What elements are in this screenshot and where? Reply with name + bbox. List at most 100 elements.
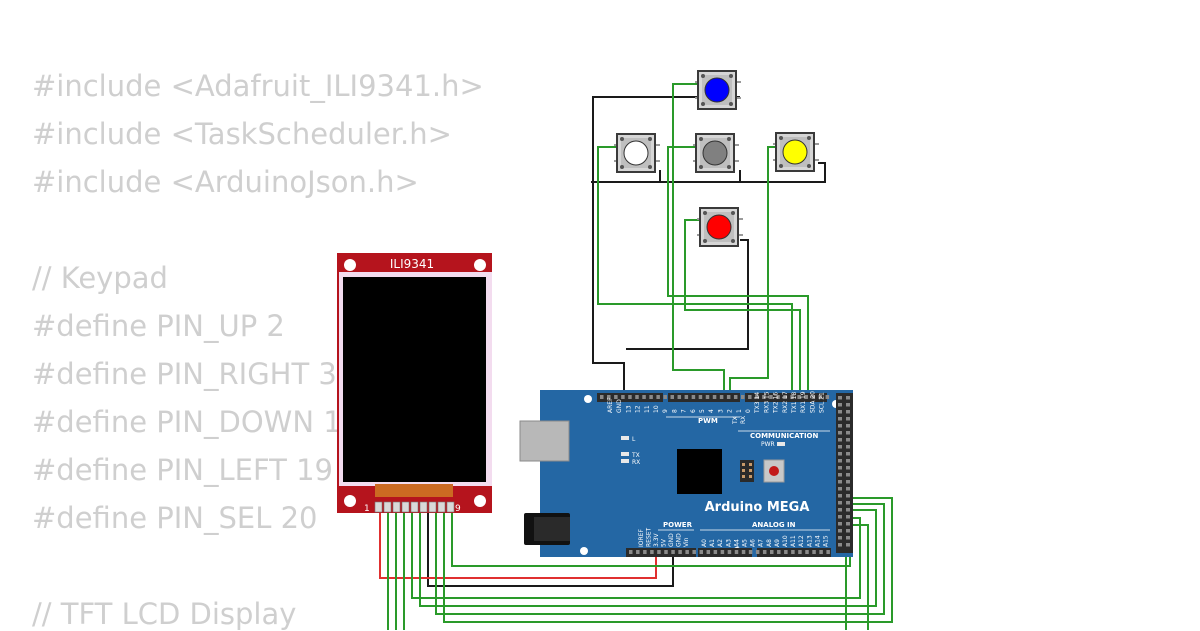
header-pin[interactable] (838, 522, 842, 526)
header-pin[interactable] (838, 473, 842, 477)
header-pin[interactable] (846, 522, 850, 526)
wire-left-white[interactable] (597, 146, 793, 397)
header-pin[interactable] (838, 508, 842, 512)
header-pin[interactable] (664, 550, 668, 554)
header-pin[interactable] (790, 395, 794, 399)
header-pin[interactable] (819, 550, 823, 554)
ili9341-display[interactable]: ILI9341 1 9 (337, 253, 492, 514)
header-pin[interactable] (726, 395, 731, 399)
header-pin[interactable] (846, 459, 850, 463)
display-pin[interactable] (383, 501, 392, 513)
header-pin[interactable] (838, 403, 842, 407)
header-pin[interactable] (846, 431, 850, 435)
header-pin[interactable] (846, 543, 850, 547)
header-pin[interactable] (846, 403, 850, 407)
button-cap-red[interactable] (706, 214, 732, 240)
pushbutton-red[interactable] (697, 207, 743, 247)
header-pin[interactable] (706, 550, 711, 554)
header-pin[interactable] (741, 550, 746, 554)
wire-disp-6[interactable] (435, 503, 885, 615)
button-cap-yellow[interactable] (782, 139, 808, 165)
header-pin[interactable] (804, 395, 808, 399)
header-pin[interactable] (677, 395, 682, 399)
header-pin[interactable] (748, 395, 752, 399)
header-pin[interactable] (685, 550, 689, 554)
mega-bottom-header[interactable] (626, 548, 831, 557)
header-pin[interactable] (838, 529, 842, 533)
header-pin[interactable] (643, 550, 647, 554)
header-pin[interactable] (777, 550, 781, 554)
header-pin[interactable] (733, 395, 738, 399)
header-pin[interactable] (629, 550, 633, 554)
header-pin[interactable] (846, 536, 850, 540)
header-pin[interactable] (838, 459, 842, 463)
header-pin[interactable] (805, 550, 809, 554)
wire-disp-5[interactable] (419, 509, 877, 607)
header-pin[interactable] (846, 487, 850, 491)
wire-up-blue[interactable] (672, 83, 725, 397)
wire-gnd-display[interactable] (427, 512, 674, 587)
header-pin[interactable] (748, 550, 753, 554)
header-pin[interactable] (692, 550, 696, 554)
header-pin[interactable] (628, 395, 632, 399)
header-pin[interactable] (818, 395, 823, 399)
reset-button[interactable] (763, 459, 785, 483)
pushbutton-blue[interactable] (695, 70, 741, 110)
header-pin[interactable] (846, 480, 850, 484)
wire-down-gray[interactable] (667, 146, 809, 397)
header-pin[interactable] (838, 487, 842, 491)
header-pin[interactable] (811, 395, 816, 399)
arduino-mega[interactable]: L TX RX PWR Arduino MEGA PWM COMMUNICATI… (519, 390, 853, 557)
header-pin[interactable] (846, 417, 850, 421)
wire-sel-red[interactable] (684, 219, 801, 397)
header-pin[interactable] (713, 550, 718, 554)
wire-right-yellow[interactable] (729, 146, 778, 397)
header-pin[interactable] (727, 550, 732, 554)
pushbutton-yellow[interactable] (773, 132, 819, 172)
header-pin[interactable] (755, 395, 759, 399)
header-pin[interactable] (838, 543, 842, 547)
header-pin[interactable] (691, 395, 696, 399)
header-pin[interactable] (741, 395, 745, 399)
header-pin[interactable] (798, 550, 802, 554)
button-cap-white[interactable] (623, 140, 649, 166)
display-pin[interactable] (392, 501, 401, 513)
wire-right-1[interactable] (852, 524, 869, 630)
header-pin[interactable] (846, 466, 850, 470)
wire-gnd-blue[interactable] (592, 96, 740, 397)
header-pin[interactable] (699, 550, 704, 554)
header-pin[interactable] (838, 494, 842, 498)
header-pin[interactable] (846, 515, 850, 519)
header-pin[interactable] (838, 501, 842, 505)
header-pin[interactable] (838, 438, 842, 442)
header-pin[interactable] (698, 395, 703, 399)
header-pin[interactable] (636, 550, 640, 554)
display-pin[interactable] (401, 501, 410, 513)
header-pin[interactable] (838, 536, 842, 540)
header-pin[interactable] (649, 395, 653, 399)
header-pin[interactable] (783, 395, 787, 399)
header-pin[interactable] (846, 529, 850, 533)
header-pin[interactable] (797, 395, 801, 399)
display-pin[interactable] (374, 501, 383, 513)
button-cap-gray[interactable] (702, 140, 728, 166)
wire-disp-4[interactable] (411, 512, 861, 599)
header-pin[interactable] (838, 417, 842, 421)
header-pin[interactable] (846, 445, 850, 449)
header-pin[interactable] (678, 550, 682, 554)
header-pin[interactable] (755, 550, 760, 554)
mega-right-header[interactable] (836, 393, 853, 553)
header-pin[interactable] (846, 494, 850, 498)
header-pin[interactable] (770, 550, 774, 554)
header-pin[interactable] (656, 395, 660, 399)
header-pin[interactable] (838, 431, 842, 435)
pushbutton-white[interactable] (614, 133, 660, 173)
header-pin[interactable] (671, 550, 675, 554)
display-pin[interactable] (437, 501, 446, 513)
header-pin[interactable] (621, 395, 625, 399)
pushbutton-gray[interactable] (693, 133, 739, 173)
header-pin[interactable] (670, 395, 675, 399)
header-pin[interactable] (838, 445, 842, 449)
header-pin[interactable] (846, 508, 850, 512)
header-pin[interactable] (846, 410, 850, 414)
